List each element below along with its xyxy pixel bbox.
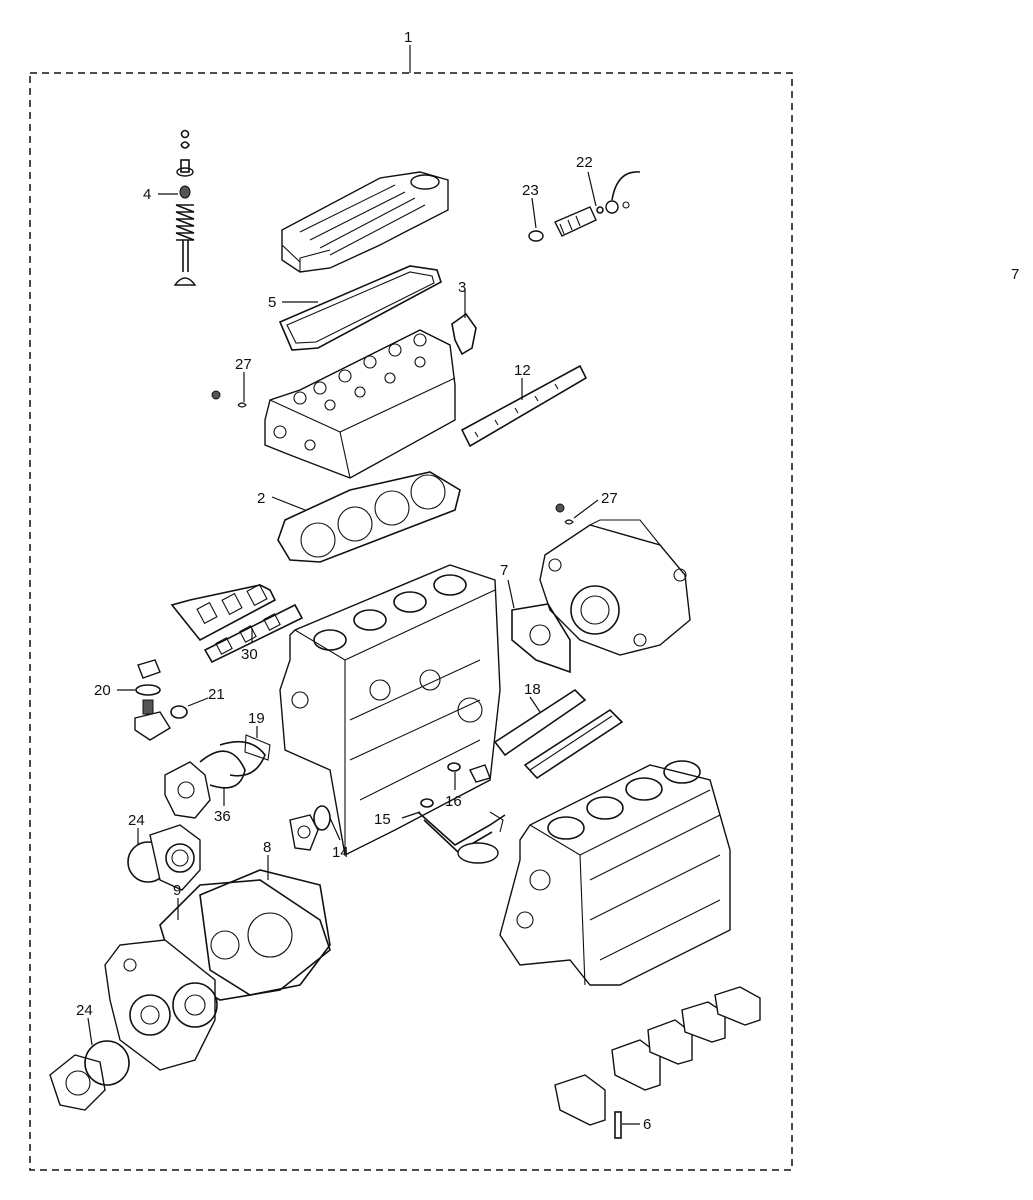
callout-27-right-leader: [573, 499, 599, 519]
callout-2: 2: [257, 490, 265, 507]
callout-2-leader: [271, 496, 306, 511]
side-cover-gaskets: [493, 688, 624, 780]
cylinder-block-lower: [499, 760, 731, 986]
cylinder-head: [264, 329, 456, 479]
callout-14-leader: [329, 817, 341, 841]
callout-3: 3: [458, 279, 466, 296]
callout-21-leader: [187, 697, 209, 707]
callout-22-leader: [587, 171, 597, 207]
callout-18: 18: [524, 681, 541, 698]
water-pump: [164, 734, 271, 819]
o-ring-24-lower: [84, 1040, 130, 1086]
thermostat-assembly: [134, 659, 188, 741]
callout-24-lower-leader: [87, 1017, 93, 1046]
callout-22: 22: [576, 154, 593, 171]
callout-19: 19: [248, 710, 265, 727]
callout-24-lower: 24: [76, 1002, 93, 1019]
rear-seal-housing: [149, 824, 201, 891]
cylinder-block-center: [279, 564, 501, 857]
valve-assembly: [173, 129, 197, 286]
callout-9: 9: [173, 882, 181, 899]
intake-manifold-gaskets: [170, 583, 304, 664]
manifold-gasket-12: [460, 364, 588, 448]
callout-21: 21: [208, 686, 225, 703]
callout-15-leader: [401, 811, 421, 819]
head-gasket: [277, 471, 461, 563]
callout-23-leader: [531, 197, 537, 229]
rear-plate-gasket: [511, 603, 571, 674]
callout-30: 30: [241, 646, 258, 663]
oil-pump: [289, 805, 331, 851]
callout-7-leader: [507, 579, 515, 609]
cover-gasket: [278, 265, 442, 351]
front-seal-cover: [49, 1054, 106, 1111]
callout-4: 4: [143, 186, 151, 203]
flywheel-housing: [539, 519, 691, 656]
callout-36: 36: [214, 808, 231, 825]
kit-boundary-frame: [29, 72, 793, 1171]
callout-6: 6: [643, 1116, 651, 1133]
small-gasket-3: [451, 312, 477, 356]
callout-1: 1: [404, 29, 412, 46]
callout-15: 15: [374, 811, 391, 828]
callout-16: 16: [445, 793, 462, 810]
callout-27-left: 27: [235, 356, 252, 373]
oil-strainer: [417, 798, 506, 864]
main-bearing-caps: [554, 986, 761, 1126]
head-bolt: [211, 390, 221, 400]
callout-5: 5: [268, 294, 276, 311]
callout-23: 23: [522, 182, 539, 199]
callout-8: 8: [263, 839, 271, 856]
callout-18-leader: [529, 696, 541, 713]
injector-assembly: [528, 171, 641, 242]
cylinder-head-cover: [281, 171, 449, 273]
callout-24-upper: 24: [128, 812, 145, 829]
callout-27-right: 27: [601, 490, 618, 507]
timing-gear-case: [104, 939, 218, 1071]
callout-7: 7: [500, 562, 508, 579]
callout-12: 12: [514, 362, 531, 379]
callout-20: 20: [94, 682, 111, 699]
o-ring-16: [447, 762, 461, 772]
bolt-6: [614, 1111, 622, 1139]
callout-7-outside: 7: [1011, 266, 1019, 283]
callout-14: 14: [332, 844, 349, 861]
